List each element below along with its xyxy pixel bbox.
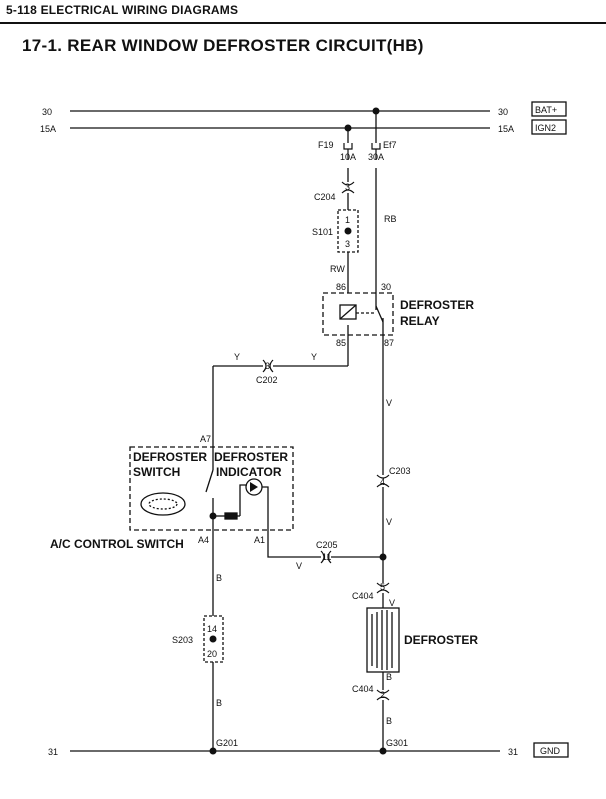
relay-box (322, 292, 394, 336)
connector-c404-bottom-icon (376, 689, 390, 694)
relay-pin-30: 30 (381, 282, 391, 292)
relay-pin-85: 85 (336, 338, 346, 348)
fuse-f19-icon (343, 143, 353, 150)
switch-button (140, 492, 186, 516)
header-text: 5-118 ELECTRICAL WIRING DIAGRAMS (6, 3, 239, 17)
splice-s101-pin-bottom: 3 (345, 239, 350, 249)
rail-30-right-label: 30 (498, 107, 508, 117)
tag-bat-box (531, 101, 567, 117)
wire-code-v-1: V (386, 398, 392, 408)
connector-c205-name: C205 (316, 540, 338, 550)
control-module-label: A/C CONTROL SWITCH (50, 537, 184, 551)
wire-code-rw: RW (330, 264, 345, 274)
relay-contact (375, 305, 384, 323)
header-rule (0, 22, 606, 24)
splice-s203-box (203, 615, 224, 663)
fuse-f19-rating: 10A (340, 152, 356, 162)
wire-code-v-4: V (389, 598, 395, 608)
connector-c202-pin: 3 (265, 361, 270, 371)
wire-code-b-2: B (216, 698, 222, 708)
relay-coil (339, 304, 357, 320)
wire-code-v-2: V (386, 517, 392, 527)
control-module-box (129, 446, 294, 531)
splice-s101-name: S101 (312, 227, 333, 237)
splice-s203-pin-bottom: 20 (207, 649, 217, 659)
wire-code-y-right: Y (311, 352, 317, 362)
connector-c404-bottom-name: C404 (352, 684, 374, 694)
switch-contact (205, 469, 214, 493)
ground-g201-label: G201 (216, 738, 238, 748)
indicator-label-1: DEFROSTER (214, 450, 288, 464)
connector-c404-top-name: C404 (352, 591, 374, 601)
rail-30-left-label: 30 (42, 107, 52, 117)
defroster-label: DEFROSTER (404, 633, 478, 647)
switch-label-1: DEFROSTER (133, 450, 207, 464)
fuse-f19-name: F19 (318, 140, 334, 150)
fuse-ef7-icon (371, 143, 381, 150)
tag-gnd: GND (540, 746, 561, 756)
rail-15a-right-label: 15A (498, 124, 514, 134)
indicator-label-2: INDICATOR (216, 465, 282, 479)
relay-pin-87: 87 (384, 338, 394, 348)
tag-ign2: IGN2 (535, 123, 556, 133)
splice-s101-box (337, 209, 359, 253)
splice-s203-dot (209, 635, 217, 643)
connector-c204-name: C204 (314, 192, 336, 202)
ground-g301-label: G301 (386, 738, 408, 748)
diagram-title: 17-1. REAR WINDOW DEFROSTER CIRCUIT(HB) (22, 36, 424, 55)
junction-dot (209, 512, 217, 520)
connector-c203-icon (376, 474, 390, 479)
connector-c203-pin: 4 (380, 477, 385, 487)
junction-dot (344, 124, 352, 132)
switch-label-2: SWITCH (133, 465, 180, 479)
splice-s101-dot (344, 227, 352, 235)
ground-g301-dot (379, 747, 387, 755)
splice-s203-name: S203 (172, 635, 193, 645)
connector-c404-bottom-pin: 2 (380, 690, 385, 700)
connector-c204-pin: 3 (345, 182, 350, 192)
fuse-ef7-rating: 30A (368, 152, 384, 162)
rail-31-right-label: 31 (508, 747, 518, 757)
junction-dot (372, 107, 380, 115)
rail-15a-left-label: 15A (40, 124, 56, 134)
wire-code-rb: RB (384, 214, 397, 224)
page-header: 5-118 ELECTRICAL WIRING DIAGRAMS (0, 0, 606, 24)
tag-gnd-box (533, 742, 569, 758)
relay-label-1: DEFROSTER (400, 298, 474, 312)
connector-c404-top-icon (376, 582, 390, 587)
wire-indicator-link (239, 484, 247, 516)
tag-ign2-box (531, 119, 567, 135)
wire-code-y-left: Y (234, 352, 240, 362)
wire-code-b-3: B (386, 672, 392, 682)
wire-a1 (262, 486, 321, 558)
connector-c202-name: C202 (256, 375, 278, 385)
connector-c205-icon (320, 550, 325, 564)
connector-c404-top-pin: 5 (380, 582, 385, 592)
connector-c203-name: C203 (389, 466, 411, 476)
junction-dot (379, 553, 387, 561)
ground-g201-dot (209, 747, 217, 755)
splice-s101-pin-top: 1 (345, 215, 350, 225)
control-pin-a7: A7 (200, 434, 211, 444)
splice-s203-pin-top: 14 (207, 624, 217, 634)
connector-c204-icon (341, 181, 355, 186)
control-pin-a1: A1 (254, 535, 265, 545)
relay-pin-86: 86 (336, 282, 346, 292)
wire-code-b-4: B (386, 716, 392, 726)
defroster-element (366, 607, 400, 673)
fuse-ef7-name: Ef7 (383, 140, 397, 150)
led-arrow (250, 482, 258, 492)
connector-c202-icon (269, 359, 274, 373)
relay-label-2: RELAY (400, 314, 440, 328)
rail-31-left-label: 31 (48, 747, 58, 757)
tag-bat: BAT+ (535, 105, 557, 115)
control-pin-a4: A4 (198, 535, 209, 545)
resistor (224, 512, 238, 520)
connector-c205-pin: 11 (322, 552, 331, 562)
wire-code-v-3: V (296, 561, 302, 571)
wire-code-b-1: B (216, 573, 222, 583)
